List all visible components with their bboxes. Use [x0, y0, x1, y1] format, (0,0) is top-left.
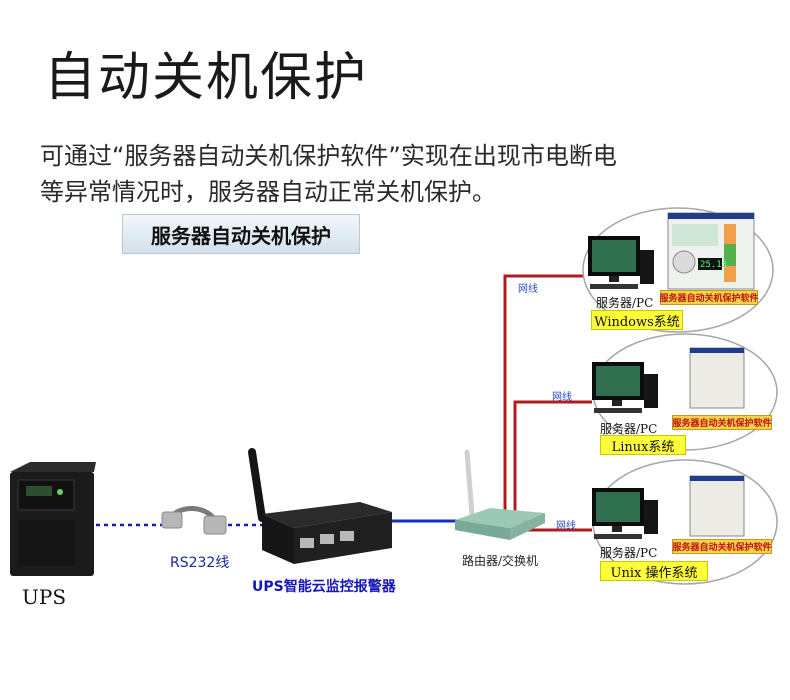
description: 可通过“服务器自动关机保护软件”实现在出现市电断电 等异常情况时，服务器自动正常… — [40, 138, 760, 210]
ups-label: UPS — [22, 585, 67, 609]
server-1-software-label: 服务器自动关机保护软件 — [660, 290, 759, 305]
server-2-pc-label: 服务器/PC — [600, 422, 658, 436]
server-2-software-label: 服务器自动关机保护软件 — [672, 415, 772, 430]
network-label-1: 网线 — [518, 284, 538, 295]
network-label-3: 网线 — [556, 521, 576, 532]
rs232-cable-label: RS232线 — [170, 555, 230, 571]
server-1-os-label: Windows系统 — [591, 310, 683, 330]
rs232-cable-icon — [161, 506, 227, 535]
alarm-device — [248, 448, 392, 564]
router-device — [455, 449, 545, 540]
page-title: 自动关机保护 — [44, 48, 369, 108]
server-2-os-label: Linux系统 — [600, 435, 686, 455]
cable-to-server-2 — [513, 400, 592, 512]
network-cables — [503, 274, 592, 532]
cable-to-server-1 — [503, 274, 588, 510]
description-line-2: 等异常情况时，服务器自动正常关机保护。 — [40, 178, 496, 206]
server-1-screen-readout: 25.13 — [700, 260, 728, 270]
ups-device — [10, 462, 96, 576]
description-line-1: 可通过“服务器自动关机保护软件”实现在出现市电断电 — [40, 142, 617, 170]
router-label: 路由器/交换机 — [462, 554, 539, 568]
alarm-device-label: UPS智能云监控报警器 — [252, 579, 396, 595]
section-label: 服务器自动关机保护 — [122, 214, 360, 254]
server-3-os-label: Unix 操作系统 — [600, 561, 708, 581]
server-3-software-label: 服务器自动关机保护软件 — [672, 539, 772, 554]
network-label-2: 网线 — [552, 392, 572, 403]
server-group-1 — [582, 207, 774, 333]
server-1-pc-label: 服务器/PC — [596, 296, 654, 310]
server-3-pc-label: 服务器/PC — [600, 546, 658, 560]
